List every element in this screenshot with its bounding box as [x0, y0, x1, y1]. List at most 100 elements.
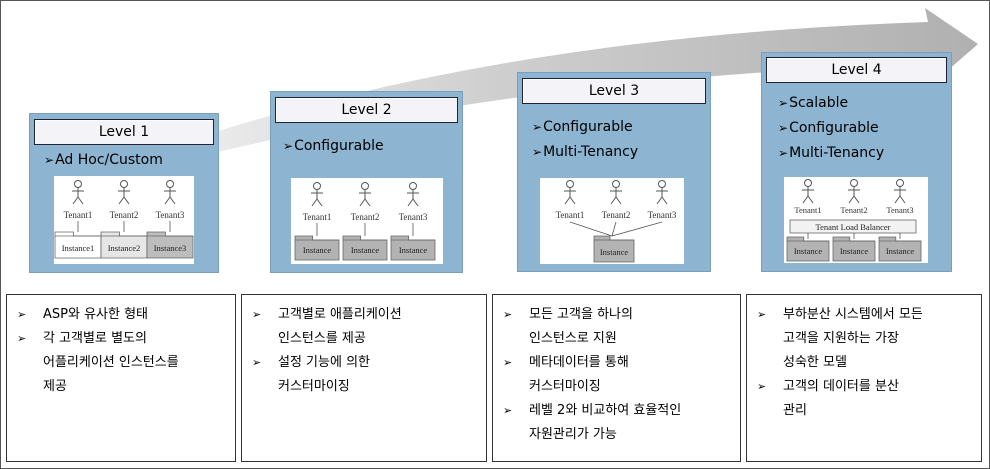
user-icon	[610, 180, 622, 205]
user-icon	[359, 182, 371, 207]
instance-box: Instance	[342, 235, 388, 261]
tenant-label: Tenant2	[840, 205, 867, 215]
level-4-title: Level 4	[766, 57, 947, 83]
instance-box: Instance1	[54, 231, 102, 259]
instance-box: Instance	[294, 235, 340, 261]
level-1-feature: ➢Ad Hoc/Custom	[44, 152, 163, 168]
tenant-label: Tenant2	[351, 212, 380, 222]
instance-label: Instance2	[108, 243, 141, 253]
instance-box: Instance	[786, 236, 830, 262]
level-3-title: Level 3	[522, 78, 706, 104]
arrow-bullet-icon: ➢	[532, 120, 543, 134]
instance-box: Instance	[390, 235, 436, 261]
description-item: ➢각 고객별로 별도의 어플리케이션 인스턴스를 제공	[17, 327, 232, 399]
instance-label: Instance	[399, 245, 428, 255]
user-icon	[118, 180, 130, 205]
instance-label: Instance	[351, 245, 380, 255]
instance-label: Instance	[600, 247, 629, 257]
user-icon	[894, 179, 906, 204]
arrow-bullet-icon: ➢	[252, 356, 262, 369]
arrow-bullet-icon: ➢	[778, 96, 789, 110]
tenant-label: Tenant3	[156, 210, 185, 220]
tenant-label: Tenant1	[794, 205, 821, 215]
user-icon	[848, 179, 860, 204]
level-4-description: ➢부하분산 시스템에서 모든 고객을 지원하는 가장 성숙한 모델 ➢고객의 데…	[746, 294, 982, 462]
description-item: ➢모든 고객을 하나의 인스턴스로 지원	[503, 303, 738, 351]
instance-label: Instance	[303, 245, 332, 255]
instance-label: Instance	[794, 246, 823, 256]
user-icon	[72, 180, 84, 205]
user-icon	[311, 182, 323, 207]
arrow-bullet-icon: ➢	[503, 356, 513, 369]
arrow-bullet-icon: ➢	[778, 146, 789, 160]
level-4-feature-1: ➢Scalable	[778, 95, 849, 111]
level-2-feature: ➢Configurable	[283, 138, 384, 154]
instance-label: Instance	[886, 246, 915, 256]
tenant-label: Tenant3	[886, 205, 913, 215]
level-3-feature-1: ➢Configurable	[532, 119, 633, 135]
instance-box: Instance	[593, 235, 635, 263]
instance-label: Instance3	[154, 243, 187, 253]
level-1-description: ➢ASP와 유사한 형태 ➢각 고객별로 별도의 어플리케이션 인스턴스를 제공	[6, 294, 236, 462]
arrow-bullet-icon: ➢	[503, 308, 513, 321]
level-3-feature-2: ➢Multi-Tenancy	[532, 144, 639, 160]
instance-label: Instance1	[62, 243, 95, 253]
tenant-label: Tenant3	[399, 212, 428, 222]
tenant-label: Tenant1	[303, 212, 332, 222]
arrow-bullet-icon: ➢	[17, 308, 27, 321]
description-item: ➢설정 기능에 의한 커스터마이징	[252, 351, 482, 399]
tenant-label: Tenant2	[602, 210, 631, 220]
connector-line	[611, 221, 617, 237]
user-icon	[164, 180, 176, 205]
connector-line	[611, 221, 663, 237]
user-icon	[407, 182, 419, 207]
description-item: ➢고객의 데이터를 분산 관리	[757, 375, 979, 423]
level-4-feature-3: ➢Multi-Tenancy	[778, 145, 885, 161]
arrow-bullet-icon: ➢	[252, 308, 262, 321]
level-2-description: ➢고객별로 애플리케이션 인스턴스를 제공 ➢설정 기능에 의한 커스터마이징	[241, 294, 487, 462]
arrow-bullet-icon: ➢	[757, 380, 767, 393]
description-item: ➢메타데이터를 통해 커스터마이징	[503, 351, 738, 399]
load-balancer-label: Tenant Load Balancer	[816, 222, 891, 232]
arrow-bullet-icon: ➢	[17, 332, 27, 345]
arrow-bullet-icon: ➢	[503, 404, 513, 417]
arrow-bullet-icon: ➢	[532, 145, 543, 159]
description-item: ➢ASP와 유사한 형태	[17, 303, 232, 327]
description-item: ➢부하분산 시스템에서 모든 고객을 지원하는 가장 성숙한 모델	[757, 303, 979, 375]
arrow-bullet-icon: ➢	[44, 153, 55, 167]
tenant-label: Tenant1	[556, 210, 585, 220]
load-balancer-box: Tenant Load Balancer	[789, 219, 917, 234]
level-2-title: Level 2	[275, 97, 458, 123]
level-1-title: Level 1	[34, 119, 214, 145]
user-icon	[656, 180, 668, 205]
description-item: ➢레벨 2와 비교하여 효율적인 자원관리가 가능	[503, 399, 738, 447]
level-4-box: Level 4 ➢Scalable ➢Configurable ➢Multi-T…	[761, 52, 952, 272]
instance-box: Instance	[878, 236, 922, 262]
connector-line	[569, 221, 613, 237]
user-icon	[564, 180, 576, 205]
level-3-box: Level 3 ➢Configurable ➢Multi-Tenancy Ten…	[517, 72, 711, 272]
level-4-feature-2: ➢Configurable	[778, 120, 879, 136]
user-icon	[802, 179, 814, 204]
arrow-bullet-icon: ➢	[778, 121, 789, 135]
instance-box: Instance	[832, 236, 876, 262]
instance-label: Instance	[840, 246, 869, 256]
instance-box: Instance3	[146, 231, 194, 259]
arrow-bullet-icon: ➢	[757, 308, 767, 321]
arrow-bullet-icon: ➢	[283, 139, 294, 153]
description-item: ➢고객별로 애플리케이션 인스턴스를 제공	[252, 303, 482, 351]
instance-box: Instance2	[100, 231, 148, 259]
tenant-label: Tenant2	[110, 210, 139, 220]
tenant-label: Tenant1	[64, 210, 93, 220]
